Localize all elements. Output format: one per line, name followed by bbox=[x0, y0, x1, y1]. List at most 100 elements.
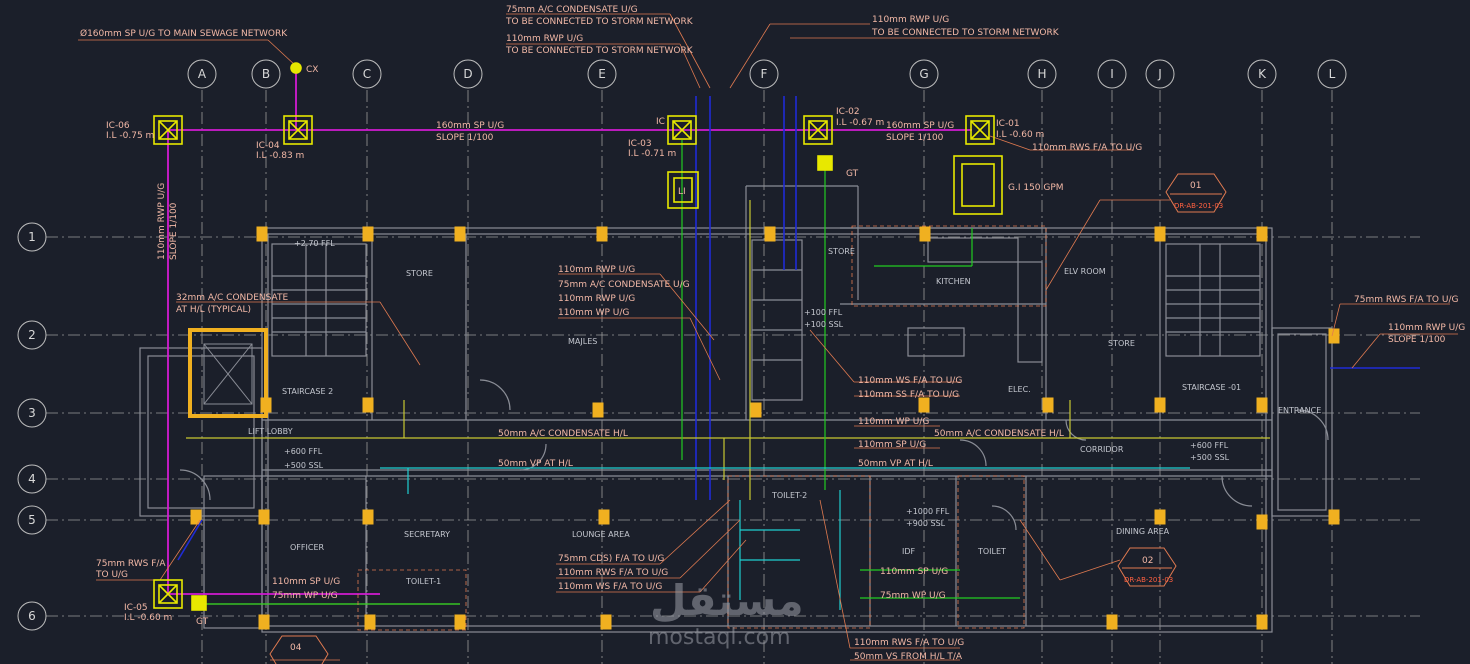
column-6 bbox=[1154, 226, 1166, 242]
ic03-il: I.L -0.71 m bbox=[628, 149, 676, 159]
grid-bubble-col-B: B bbox=[251, 59, 281, 89]
ic02-il: I.L -0.67 m bbox=[836, 118, 884, 128]
rainwater-pipes bbox=[177, 96, 1420, 561]
column-1 bbox=[256, 226, 268, 242]
grid-label-col-A: A bbox=[198, 67, 207, 81]
note-sp-ug: 110mm SP U/G bbox=[858, 440, 926, 450]
column-24 bbox=[454, 614, 466, 630]
room-entrance: ENTRANCE bbox=[1278, 406, 1321, 415]
level-ssl-5: +100 SSL bbox=[804, 320, 844, 329]
grid-label-row-3: 3 bbox=[28, 406, 36, 420]
note-rwp-storm-2: TO BE CONNECTED TO STORM NETWORK bbox=[505, 46, 694, 56]
column-20 bbox=[1328, 509, 1340, 525]
grid-label-col-I: I bbox=[1110, 67, 1114, 81]
detail-02-ref: DR-AB-201-03 bbox=[1124, 576, 1173, 584]
grid-bubble-col-L: L bbox=[1317, 59, 1347, 89]
note-cds: 75mm CDS) F/A TO U/G bbox=[558, 554, 664, 564]
column-30 bbox=[454, 226, 466, 242]
level-ffl-1: +2.70 FFL bbox=[294, 239, 335, 248]
ic06-il: I.L -0.75 m bbox=[106, 131, 154, 141]
grid-label-col-E: E bbox=[598, 67, 606, 81]
note-rws-fa-right: 75mm RWS F/A TO U/G bbox=[1354, 295, 1458, 305]
grid-label-col-H: H bbox=[1037, 67, 1046, 81]
note-ws-fa: 110mm WS F/A TO U/G bbox=[858, 376, 962, 386]
column-10 bbox=[592, 402, 604, 418]
note-wp-bottom: 75mm WP U/G bbox=[272, 591, 338, 601]
level-ffl-5: +100 FFL bbox=[804, 308, 843, 317]
detail-04-number: 04 bbox=[290, 643, 302, 653]
note-sp-bottom: 110mm SP U/G bbox=[272, 577, 340, 587]
note-rwp-right-2: TO BE CONNECTED TO STORM NETWORK bbox=[871, 28, 1060, 38]
column-27 bbox=[1256, 614, 1268, 630]
grid-label-row-1: 1 bbox=[28, 230, 36, 244]
ic05-il: I.L -0.60 m bbox=[124, 613, 172, 623]
room-corridor: CORRIDOR bbox=[1080, 445, 1124, 454]
room-toilet-1: TOILET-1 bbox=[405, 577, 441, 586]
watermark-arabic: مستقل bbox=[650, 576, 804, 625]
note-ws-fa-mid: 110mm WS F/A TO U/G bbox=[558, 582, 662, 592]
column-2 bbox=[362, 226, 374, 242]
column-9 bbox=[362, 397, 374, 413]
note-vp-right: 50mm VP AT H/L bbox=[858, 459, 933, 469]
level-ffl-4: +600 FFL bbox=[1190, 441, 1229, 450]
detail-01-number: 01 bbox=[1190, 181, 1201, 191]
note-ac-storm-2: TO BE CONNECTED TO STORM NETWORK bbox=[505, 17, 694, 27]
detail-tag-02 bbox=[1117, 547, 1177, 587]
grid-label-row-4: 4 bbox=[28, 472, 36, 486]
note-rws-fa-bottom: 110mm RWS F/A TO U/G bbox=[854, 638, 964, 648]
grid-bubble-col-I: I bbox=[1097, 59, 1127, 89]
grid-bubble-row-4: 4 bbox=[17, 464, 47, 494]
note-ac-storm-1: 75mm A/C CONDENSATE U/G bbox=[506, 5, 638, 15]
grid-label-row-5: 5 bbox=[28, 513, 36, 527]
note-ac-hl-1: 32mm A/C CONDENSATE bbox=[176, 293, 288, 303]
waste-pipes bbox=[200, 140, 1020, 605]
detail-tag-labels: 01 DR-AB-201-03 02 DR-AB-201-03 04 bbox=[290, 181, 1223, 653]
dashed-zones bbox=[357, 225, 1047, 631]
grease-interceptor bbox=[953, 155, 1003, 215]
column-21 bbox=[190, 509, 202, 525]
grid-bubble-col-K: K bbox=[1247, 59, 1277, 89]
note-sp-slope-2: SLOPE 1/100 bbox=[436, 133, 494, 143]
note-rwp-right-b: SLOPE 1/100 bbox=[1388, 335, 1446, 345]
detail-02-number: 02 bbox=[1142, 556, 1153, 566]
ic-01-chamber bbox=[965, 115, 995, 145]
note-ss-fa: 110mm SS F/A TO U/G bbox=[858, 390, 959, 400]
manhole-labels: IC-06 I.L -0.75 m IC-04 I.L -0.83 m IC I… bbox=[106, 65, 1064, 627]
grid-label-col-G: G bbox=[919, 67, 928, 81]
lift bbox=[188, 328, 268, 418]
gt-trap-top bbox=[817, 155, 833, 171]
note-wp-right-bottom: 75mm WP U/G bbox=[880, 591, 946, 601]
room-secretary: SECRETARY bbox=[404, 530, 450, 539]
note-rws-fa-mid: 110mm RWS F/A TO U/G bbox=[558, 568, 668, 578]
level-ffl-3: +1000 FFL bbox=[906, 507, 950, 516]
grid-bubble-col-A: A bbox=[187, 59, 217, 89]
detail-01-ref: DR-AB-201-03 bbox=[1174, 202, 1223, 210]
note-sp-slope-1: 160mm SP U/G bbox=[436, 121, 504, 131]
note-rwp-vertical-2: SLOPE 1/100 bbox=[169, 202, 179, 260]
room-store-2: STORE bbox=[828, 247, 855, 256]
note-rwp-storm-1: 110mm RWP U/G bbox=[506, 34, 583, 44]
column-12 bbox=[918, 397, 930, 413]
note-rwp-vertical-1: 110mm RWP U/G bbox=[157, 183, 167, 260]
cx-marker bbox=[290, 62, 302, 74]
ic04-il: I.L -0.83 m bbox=[256, 151, 304, 161]
column-13 bbox=[1042, 397, 1054, 413]
grid-bubble-col-J: J bbox=[1145, 59, 1175, 89]
ic-04-chamber bbox=[283, 115, 313, 145]
sewer-pipes bbox=[167, 70, 972, 595]
watermark-latin: mostaql.com bbox=[648, 625, 791, 650]
detail-tag-01 bbox=[1165, 173, 1227, 213]
grid-bubble-col-G: G bbox=[909, 59, 939, 89]
grid-bubble-col-H: H bbox=[1027, 59, 1057, 89]
gt-label-1: GT bbox=[846, 169, 859, 179]
note-mid-1: 110mm RWP U/G bbox=[558, 265, 635, 275]
room-toilet-2: TOILET-2 bbox=[771, 491, 807, 500]
column-28 bbox=[1154, 509, 1166, 525]
column-23 bbox=[364, 614, 376, 630]
grid-bubble-row-3: 3 bbox=[17, 398, 47, 428]
note-ac-hl-left: 50mm A/C CONDENSATE H/L bbox=[498, 429, 628, 439]
column-25 bbox=[600, 614, 612, 630]
grid-label-col-K: K bbox=[1258, 67, 1267, 81]
ic-06-chamber bbox=[153, 115, 183, 145]
